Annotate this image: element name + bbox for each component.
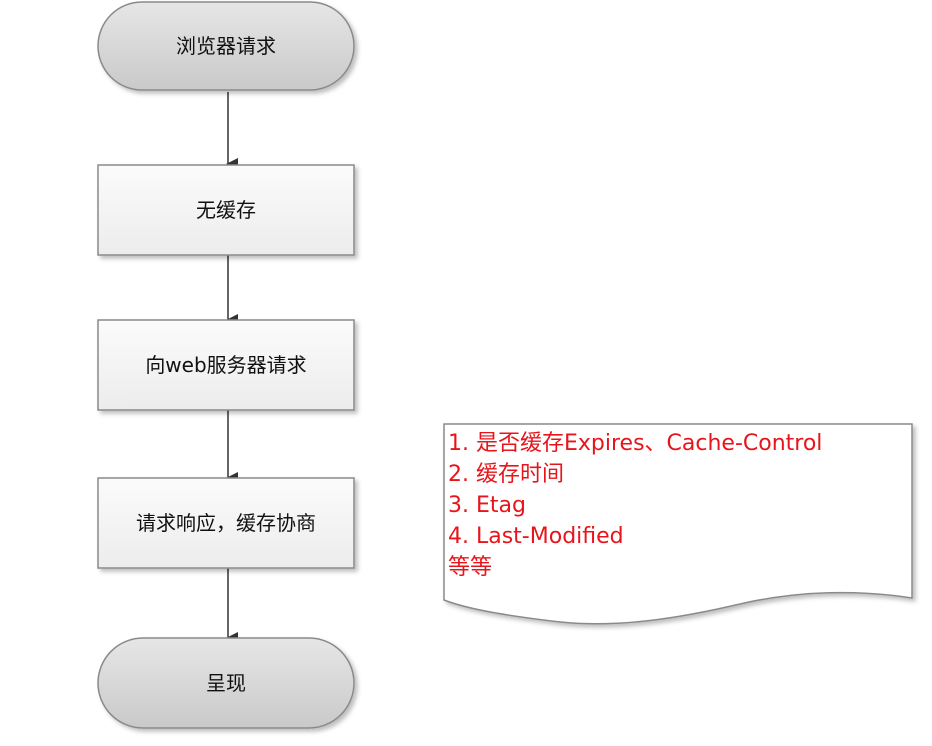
note-line-1: 1. 是否缓存Expires、Cache-Control — [448, 431, 822, 456]
end-terminal: 呈现 — [97, 637, 355, 729]
process-box-request-server: 向web服务器请求 — [97, 319, 355, 411]
annotation-note: 1. 是否缓存Expires、Cache-Control 2. 缓存时间 3. … — [443, 423, 913, 625]
start-label: 浏览器请求 — [176, 34, 276, 58]
note-line-2: 2. 缓存时间 — [448, 462, 564, 487]
note-line-3: 3. Etag — [448, 493, 526, 518]
process-label-request-server: 向web服务器请求 — [145, 353, 306, 377]
note-line-5: 等等 — [448, 555, 492, 580]
process-box-response-negotiation: 请求响应，缓存协商 — [97, 477, 355, 569]
end-label: 呈现 — [206, 671, 246, 695]
process-label-no-cache: 无缓存 — [196, 198, 256, 222]
process-label-response-negotiation: 请求响应，缓存协商 — [136, 511, 316, 535]
start-terminal: 浏览器请求 — [97, 1, 355, 91]
note-shape — [443, 423, 913, 625]
process-box-no-cache: 无缓存 — [97, 164, 355, 256]
note-line-4: 4. Last-Modified — [448, 524, 624, 549]
